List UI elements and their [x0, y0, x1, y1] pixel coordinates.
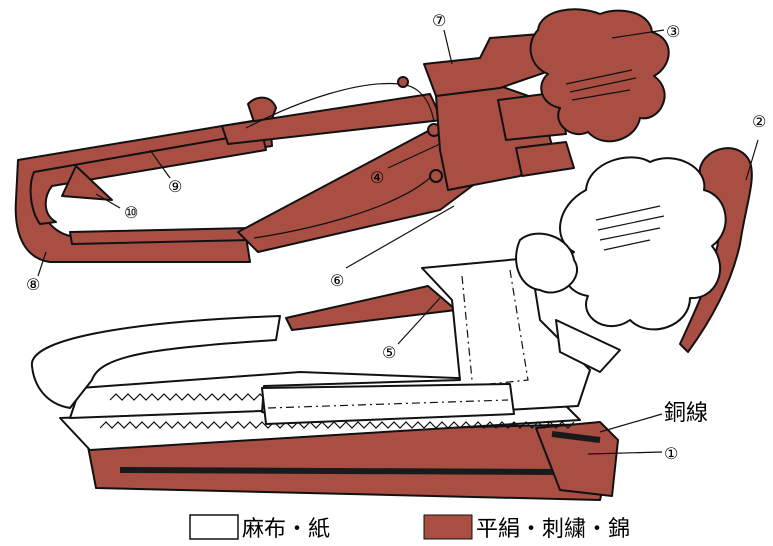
label-5: ⑤ [382, 343, 396, 362]
label-8: ⑧ [26, 275, 40, 294]
label-3: ③ [666, 22, 680, 41]
part-7-side-cuff [516, 142, 574, 176]
label-9: ⑨ [168, 177, 182, 196]
leader-7 [444, 30, 452, 64]
label-copper-wire: 銅線 [664, 401, 708, 426]
leader-wire [600, 414, 662, 432]
label-7: ⑦ [432, 11, 446, 30]
copper-wire [120, 470, 560, 472]
bead-3 [430, 170, 442, 182]
label-2: ② [752, 112, 766, 131]
bead-1 [398, 77, 408, 87]
label-1: ① [664, 444, 678, 463]
legend-silk-swatch [424, 515, 472, 539]
label-6: ⑥ [330, 271, 344, 290]
part-8-lower-strip [70, 228, 252, 244]
label-4: ④ [370, 168, 384, 187]
legend-hemp-swatch [190, 515, 238, 539]
label-10: ⑩ [124, 203, 138, 222]
legend-silk-label: 平絹・刺繍・錦 [476, 517, 630, 542]
legend-hemp-label: 麻布・紙 [242, 517, 330, 542]
